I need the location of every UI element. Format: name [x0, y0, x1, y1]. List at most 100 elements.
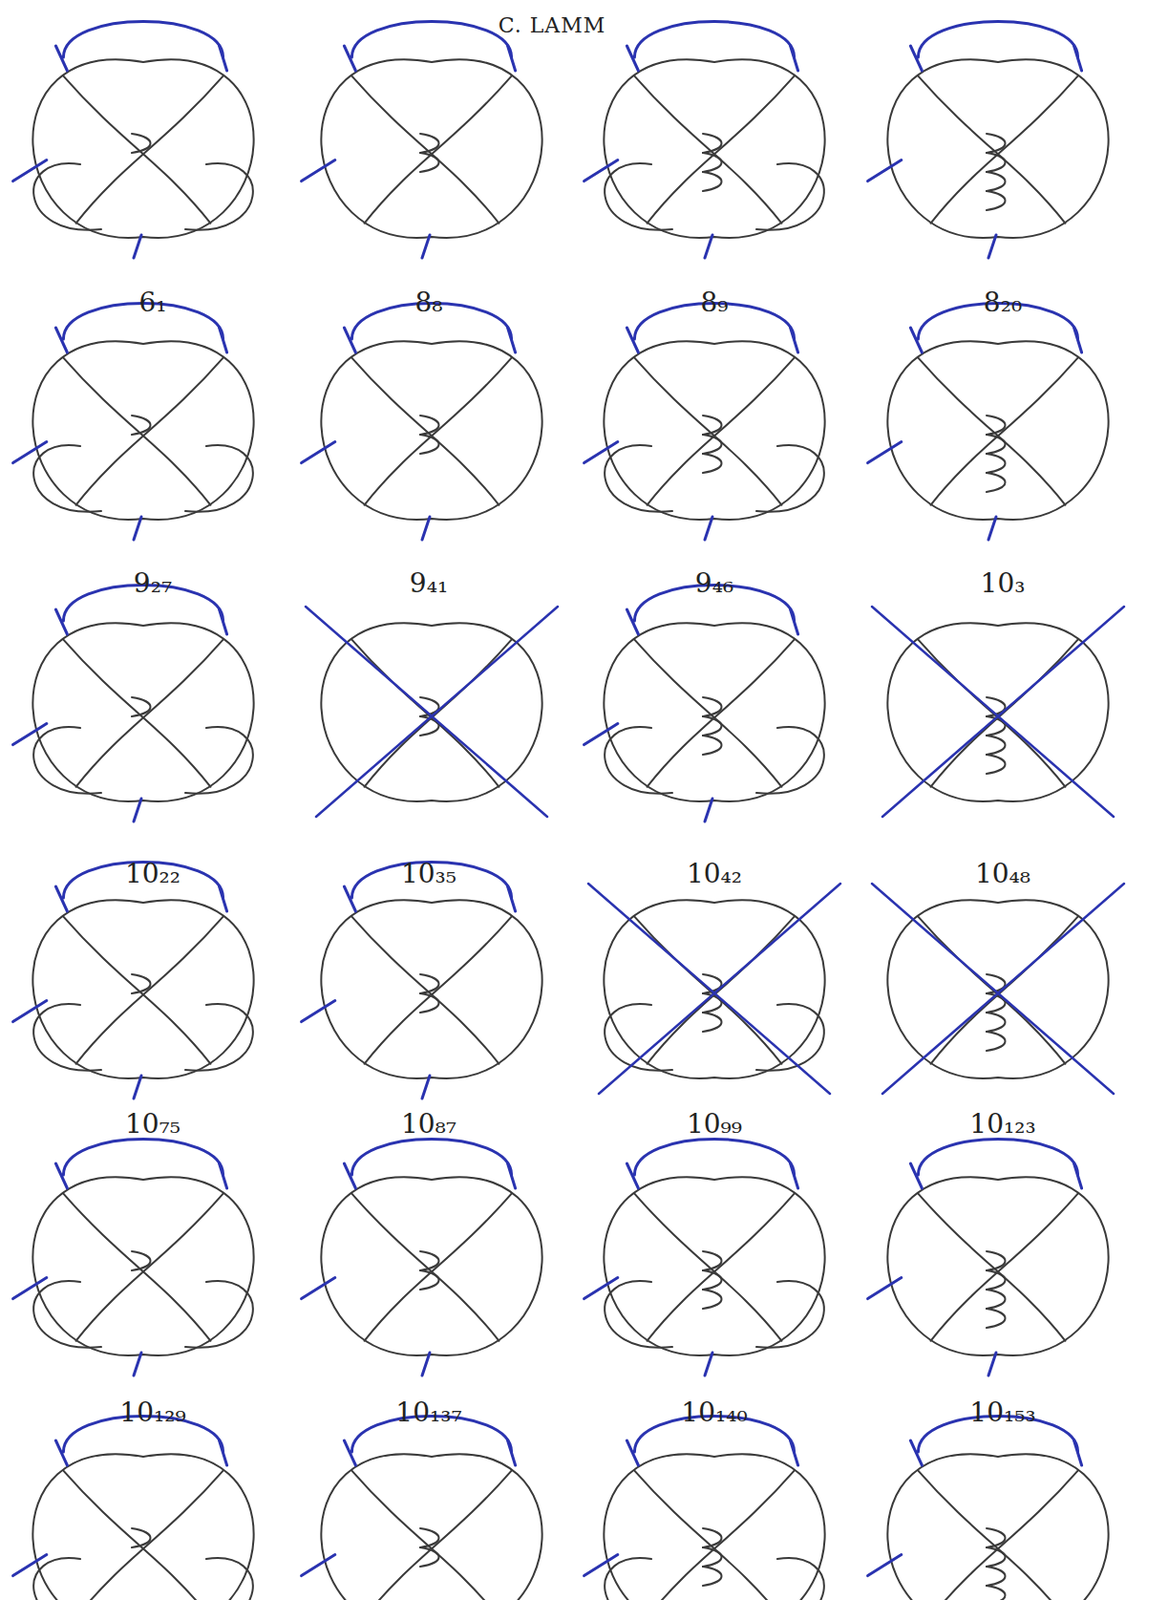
knot-strand — [351, 916, 499, 1064]
tick-mark — [343, 1163, 356, 1189]
twist-strand — [986, 171, 1006, 192]
twist-strand — [986, 754, 1006, 774]
knot-strand — [33, 1557, 102, 1600]
tick-mark — [219, 327, 228, 353]
knot-strand — [76, 1470, 224, 1600]
twist-strand — [702, 171, 723, 192]
twist-strand — [986, 453, 1006, 473]
knot-strand — [32, 899, 254, 1079]
knot-strand — [364, 639, 512, 787]
knot-label: 8₂₀ — [983, 286, 1022, 319]
knot-strand — [351, 1193, 499, 1341]
twist-strand — [131, 133, 151, 153]
knot-strand — [647, 1193, 795, 1341]
blue-arc — [63, 1139, 223, 1176]
tick-mark — [910, 45, 922, 71]
knot-label: 10₁₂₉ — [119, 1396, 186, 1428]
knot-strand — [647, 1470, 795, 1600]
tick-mark — [626, 327, 638, 353]
tick-mark — [790, 45, 799, 71]
twist-strand — [986, 1251, 1006, 1271]
knot-strand — [647, 639, 795, 787]
twist-strand — [420, 415, 440, 435]
twist-strand — [986, 1031, 1006, 1051]
cross-out-mark — [598, 883, 841, 1094]
tick-mark — [55, 327, 67, 353]
knot-strand — [647, 358, 795, 506]
tick-mark — [584, 1554, 618, 1576]
tick-mark — [910, 1163, 922, 1189]
twist-strand — [986, 1566, 1006, 1586]
twist-strand — [702, 1289, 723, 1309]
twist-strand — [131, 415, 151, 435]
tick-mark — [219, 886, 228, 912]
cross-out-mark — [316, 606, 558, 817]
tick-mark — [626, 609, 638, 635]
twist-strand — [131, 1251, 151, 1271]
knot-strand — [32, 1453, 254, 1600]
twist-strand — [702, 1566, 723, 1586]
tick-mark — [988, 516, 997, 540]
knot-strand — [320, 899, 542, 1079]
knot-strand — [351, 76, 499, 224]
twist-strand — [702, 1528, 723, 1548]
knot-strand — [364, 916, 512, 1064]
knot-strand — [917, 1470, 1065, 1600]
knot-strand — [33, 1003, 102, 1071]
twist-strand — [986, 152, 1006, 172]
tick-mark — [422, 234, 430, 258]
twist-strand — [986, 191, 1006, 211]
tick-mark — [584, 442, 618, 464]
blue-arc — [917, 21, 1078, 59]
twist-strand — [702, 1012, 723, 1032]
knot-strand — [33, 163, 102, 231]
knot-label: 10₉₉ — [686, 1107, 743, 1140]
tick-mark — [133, 234, 142, 258]
tick-mark — [301, 160, 336, 182]
knot-strand — [604, 1557, 673, 1600]
knot-label: 10₁₄₀ — [680, 1396, 747, 1428]
twist-strand — [986, 133, 1006, 153]
running-header: C. LAMM — [498, 13, 607, 38]
tick-mark — [988, 1352, 997, 1376]
tick-mark — [301, 442, 336, 464]
tick-mark — [55, 1163, 67, 1189]
knot-strand — [364, 1470, 512, 1600]
tick-mark — [584, 723, 618, 745]
tick-mark — [219, 609, 228, 635]
knot-strand — [185, 163, 254, 231]
tick-mark — [508, 45, 516, 71]
knot-label: 9₄₆ — [695, 567, 734, 599]
knot-strand — [364, 76, 512, 224]
tick-mark — [55, 1440, 67, 1466]
knot-label: 8₈ — [414, 286, 443, 319]
knot-strand — [756, 1557, 825, 1600]
twist-strand — [986, 1585, 1006, 1600]
tick-mark — [301, 1277, 336, 1299]
tick-mark — [1074, 1163, 1083, 1189]
cross-out-mark — [871, 883, 1114, 1094]
tick-mark — [13, 160, 47, 182]
tick-mark — [219, 45, 228, 71]
knot-label: 10₁₅₃ — [969, 1396, 1036, 1428]
twist-strand — [986, 1012, 1006, 1032]
cross-out-mark — [588, 883, 830, 1094]
knot-strand — [887, 340, 1108, 520]
knot-strand — [320, 340, 542, 520]
twist-strand — [420, 133, 440, 153]
knot-label: 10₁₂₃ — [969, 1107, 1036, 1140]
knot-label: 10₃₅ — [401, 857, 457, 890]
twist-strand — [986, 472, 1006, 492]
twist-strand — [131, 974, 151, 994]
twist-strand — [702, 133, 723, 153]
knot-strand — [634, 76, 782, 224]
knot-strand — [63, 1470, 211, 1600]
knot-strand — [887, 1176, 1108, 1356]
tick-mark — [343, 45, 356, 71]
knot-strand — [634, 1470, 782, 1600]
knot-label: 10₈₇ — [401, 1107, 457, 1140]
twist-strand — [420, 974, 440, 994]
knot-strand — [32, 59, 254, 238]
knot-strand — [604, 445, 673, 512]
tick-mark — [790, 609, 799, 635]
